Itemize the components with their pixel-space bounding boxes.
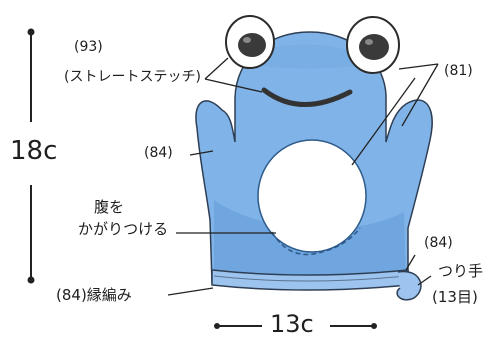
belly-patch <box>257 139 367 256</box>
label-top-left-stitch: (ストレートステッチ) <box>64 69 201 85</box>
label-belly-line2: かがりつける <box>78 220 169 238</box>
leader-lines <box>167 57 439 296</box>
hanger-loop <box>396 270 422 301</box>
label-top-left-code: (93) <box>74 39 103 55</box>
label-hanger-line2: (13目) <box>432 288 478 306</box>
edge-band <box>211 269 409 291</box>
left-eye <box>225 15 275 69</box>
label-belly-line1: 腹を <box>94 198 125 216</box>
width-dimension-label: 13c <box>270 310 314 338</box>
width-dimension-line <box>214 323 377 329</box>
label-edge: (84)縁編み <box>56 286 132 304</box>
height-dimension-line <box>27 28 35 284</box>
mouth-stitch <box>261 87 353 107</box>
label-hanger-line1: つり手 <box>438 262 484 280</box>
right-eye <box>346 16 400 74</box>
label-left-body-code: (84) <box>144 145 173 161</box>
height-dimension-label: 18c <box>10 136 58 166</box>
label-right-bottom-code: (84) <box>424 235 453 251</box>
label-top-right-code: (81) <box>444 63 473 79</box>
